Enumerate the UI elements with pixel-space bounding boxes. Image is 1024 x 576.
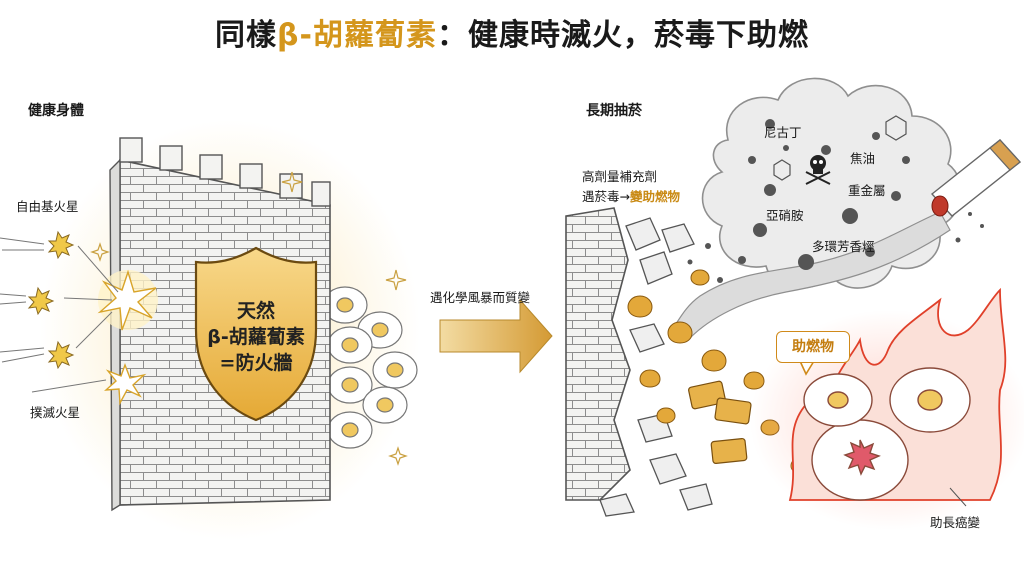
cancer-cells	[803, 367, 971, 501]
smoke-item-nitrosamines: 亞硝胺	[766, 208, 804, 223]
shield-line1: 天然	[236, 300, 275, 322]
title-accent: β-胡蘿蔔素	[277, 18, 437, 53]
healthy-wall-group	[0, 120, 420, 540]
smoke-item-nicotine: 尼古丁	[764, 125, 802, 140]
smoker-scene	[565, 77, 1024, 530]
free-radical-label: 自由基火星	[16, 199, 79, 214]
skull-icon	[805, 155, 831, 185]
speed-lines	[0, 237, 119, 393]
sparkles	[90, 171, 408, 466]
crumbling-wall	[565, 207, 631, 501]
cancer-leader-line	[949, 487, 967, 507]
dose-line2: 遇菸毒→變助燃物	[582, 186, 680, 205]
arrow-label: 遇化學風暴而質變	[430, 290, 531, 305]
smoke-item-pah: 多環芳香烴	[812, 239, 875, 254]
dose-line1: 高劑量補充劑	[582, 169, 658, 184]
falling-bricks	[599, 217, 713, 517]
healthy-cells	[322, 286, 418, 449]
title-part2: ：健康時滅火，菸毒下助燃	[436, 18, 809, 53]
cigarette-icon	[930, 139, 1022, 217]
smoking-heading: 長期抽菸	[586, 103, 642, 119]
smoke-stream	[671, 211, 951, 339]
title-part1: 同樣	[215, 18, 278, 53]
molecule-icon	[773, 115, 907, 181]
toxin-particles	[658, 119, 984, 283]
shield-text: 天然 β-胡蘿蔔素 =防火牆	[197, 298, 315, 376]
accelerant-bubble: 助燃物	[776, 331, 850, 363]
cancer-label: 助長癌變	[930, 515, 981, 530]
firewall-shield	[194, 246, 318, 422]
smoke-item-tar: 焦油	[850, 151, 876, 166]
dose-line2-prefix: 遇菸毒→	[582, 189, 630, 204]
extinguish-label: 撲滅火星	[30, 405, 81, 420]
page-title: 同樣β-胡蘿蔔素：健康時滅火，菸毒下助燃	[0, 10, 1024, 54]
healthy-body-heading: 健康身體	[28, 103, 84, 119]
shield-line2: β-胡蘿蔔素	[207, 326, 305, 348]
transition-arrow	[439, 298, 553, 374]
gold-blocks	[688, 380, 752, 465]
free-radical-sparks	[27, 230, 75, 370]
shield-line3: =防火牆	[219, 352, 293, 374]
impact-burst	[97, 269, 158, 406]
bubble-pointer	[799, 360, 815, 376]
smoke-item-heavy-metals: 重金屬	[848, 183, 886, 198]
dose-line2-accent: 變助燃物	[629, 189, 680, 204]
